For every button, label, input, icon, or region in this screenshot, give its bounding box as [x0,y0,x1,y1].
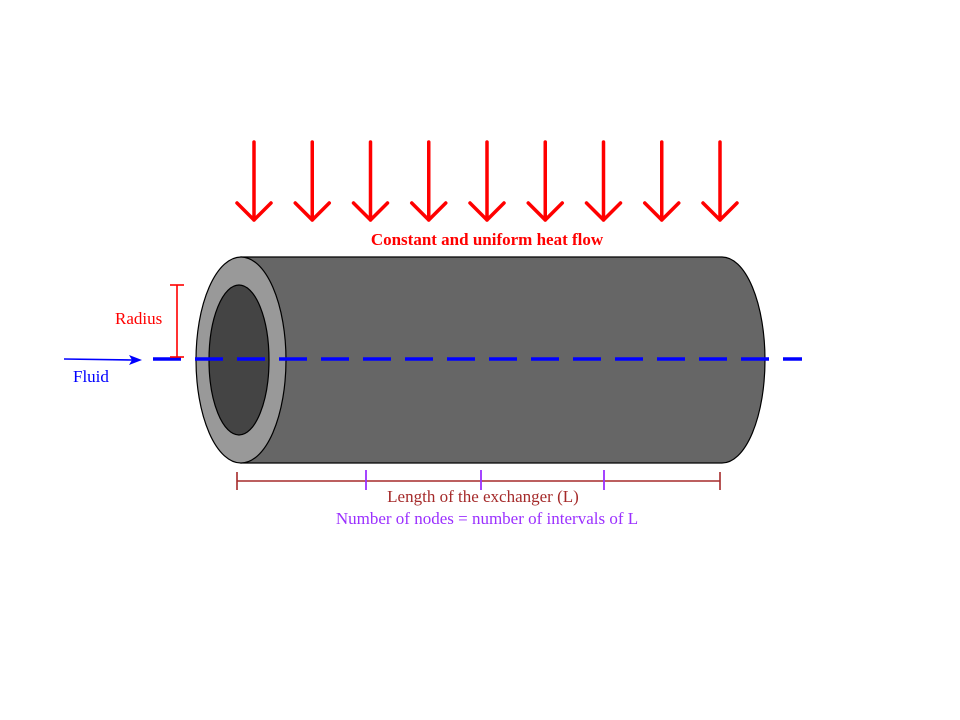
nodes-label: Number of nodes = number of intervals of… [336,509,638,528]
length-dimension [236,472,721,490]
heat-flow-arrow [235,140,273,222]
heat-flow-arrow [526,140,564,222]
heat-flow-arrow [584,140,623,222]
heat-flow-arrow [701,140,739,222]
heat-flow-arrow [351,140,390,222]
radius-marker [170,284,184,358]
fluid-label: Fluid [73,367,109,386]
fluid-inlet-arrow [63,355,142,365]
heat-flow-label: Constant and uniform heat flow [371,230,604,249]
heat-flow-arrows [235,140,739,222]
heat-flow-arrow [643,140,681,222]
heat-flow-arrow [468,140,506,222]
length-label: Length of the exchanger (L) [387,487,579,506]
heat-flow-arrow [410,140,448,222]
radius-label: Radius [115,309,162,328]
heat-flow-arrow [293,140,331,222]
node-ticks [365,470,605,490]
